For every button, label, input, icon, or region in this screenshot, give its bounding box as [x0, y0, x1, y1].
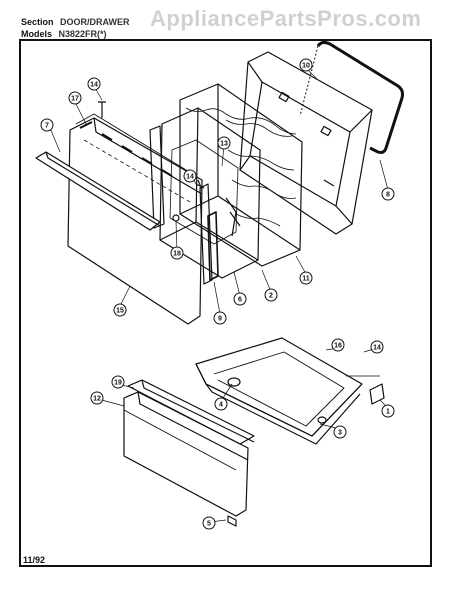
revision-date: 11/92	[23, 555, 46, 565]
models-label: Models	[21, 29, 53, 39]
callout-14: 14	[370, 340, 384, 354]
door-handle	[35, 151, 161, 231]
callout-number: 14	[373, 345, 381, 352]
door-hinge	[149, 125, 165, 229]
callout-number: 12	[93, 396, 101, 403]
callout-12: 12	[90, 391, 104, 405]
callout-8: 8	[381, 187, 395, 201]
section-value: DOOR/DRAWER	[60, 17, 130, 27]
models-value: N3822FR(*)	[58, 29, 107, 39]
section-label: Section	[21, 17, 54, 27]
callout-6: 6	[233, 292, 247, 306]
callout-1: 1	[381, 404, 395, 418]
callout-number: 11	[302, 276, 310, 283]
callout-number: 3	[338, 430, 342, 437]
screw-top	[98, 101, 106, 118]
callout-3: 3	[333, 425, 347, 439]
drawer-support-pan	[195, 337, 363, 437]
callout-number: 6	[238, 297, 242, 304]
callout-number: 17	[71, 96, 79, 103]
callout-number: 9	[218, 316, 222, 323]
section-header: Section DOOR/DRAWER	[21, 17, 130, 27]
callout-number: 1	[386, 409, 390, 416]
callout-9: 9	[213, 311, 227, 325]
callout-number: 13	[220, 141, 228, 148]
callout-15: 15	[113, 303, 127, 317]
callout-number: 14	[186, 174, 194, 181]
callout-number: 5	[207, 521, 211, 528]
callout-4: 4	[214, 397, 228, 411]
watermark: AppliancePartsPros.com	[150, 6, 422, 31]
callout-14: 14	[87, 77, 101, 91]
door-side-strip	[207, 211, 219, 281]
callout-number: 15	[116, 308, 124, 315]
callout-number: 14	[90, 82, 98, 89]
callout-number: 10	[302, 63, 310, 70]
callout-5: 5	[202, 516, 216, 530]
callout-number: 18	[173, 251, 181, 258]
door-gasket	[316, 40, 404, 154]
callout-2: 2	[264, 288, 278, 302]
callout-number: 8	[386, 192, 390, 199]
callout-18: 18	[170, 246, 184, 260]
callout-19: 19	[111, 375, 125, 389]
callout-13: 13	[217, 136, 231, 150]
callout-14: 14	[183, 169, 197, 183]
diagram-frame	[19, 39, 432, 567]
models-header: Models N3822FR(*)	[21, 29, 107, 39]
callout-number: 7	[45, 123, 49, 130]
callout-10: 10	[299, 58, 313, 72]
drawer-roller	[369, 383, 385, 405]
callout-number: 4	[219, 402, 223, 409]
callout-11: 11	[299, 271, 313, 285]
drawer-front	[123, 391, 249, 517]
callout-number: 16	[334, 343, 342, 350]
callout-7: 7	[40, 118, 54, 132]
callout-number: 2	[269, 293, 273, 300]
callout-17: 17	[68, 91, 82, 105]
callout-16: 16	[331, 338, 345, 352]
callout-number: 19	[114, 380, 122, 387]
